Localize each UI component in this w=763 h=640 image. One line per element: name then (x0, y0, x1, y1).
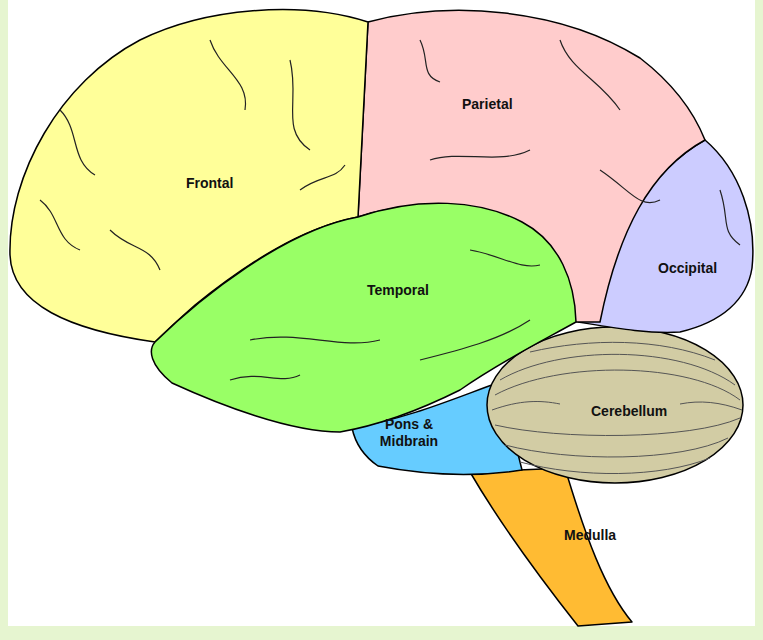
region-label: Occipital (658, 260, 717, 277)
region-label: Medulla (564, 527, 616, 544)
region-label: Temporal (367, 282, 429, 299)
region-label: Pons & Midbrain (370, 416, 448, 450)
region-label: Frontal (186, 175, 233, 192)
region-label: Cerebellum (591, 403, 667, 420)
region-label: Parietal (462, 96, 513, 113)
